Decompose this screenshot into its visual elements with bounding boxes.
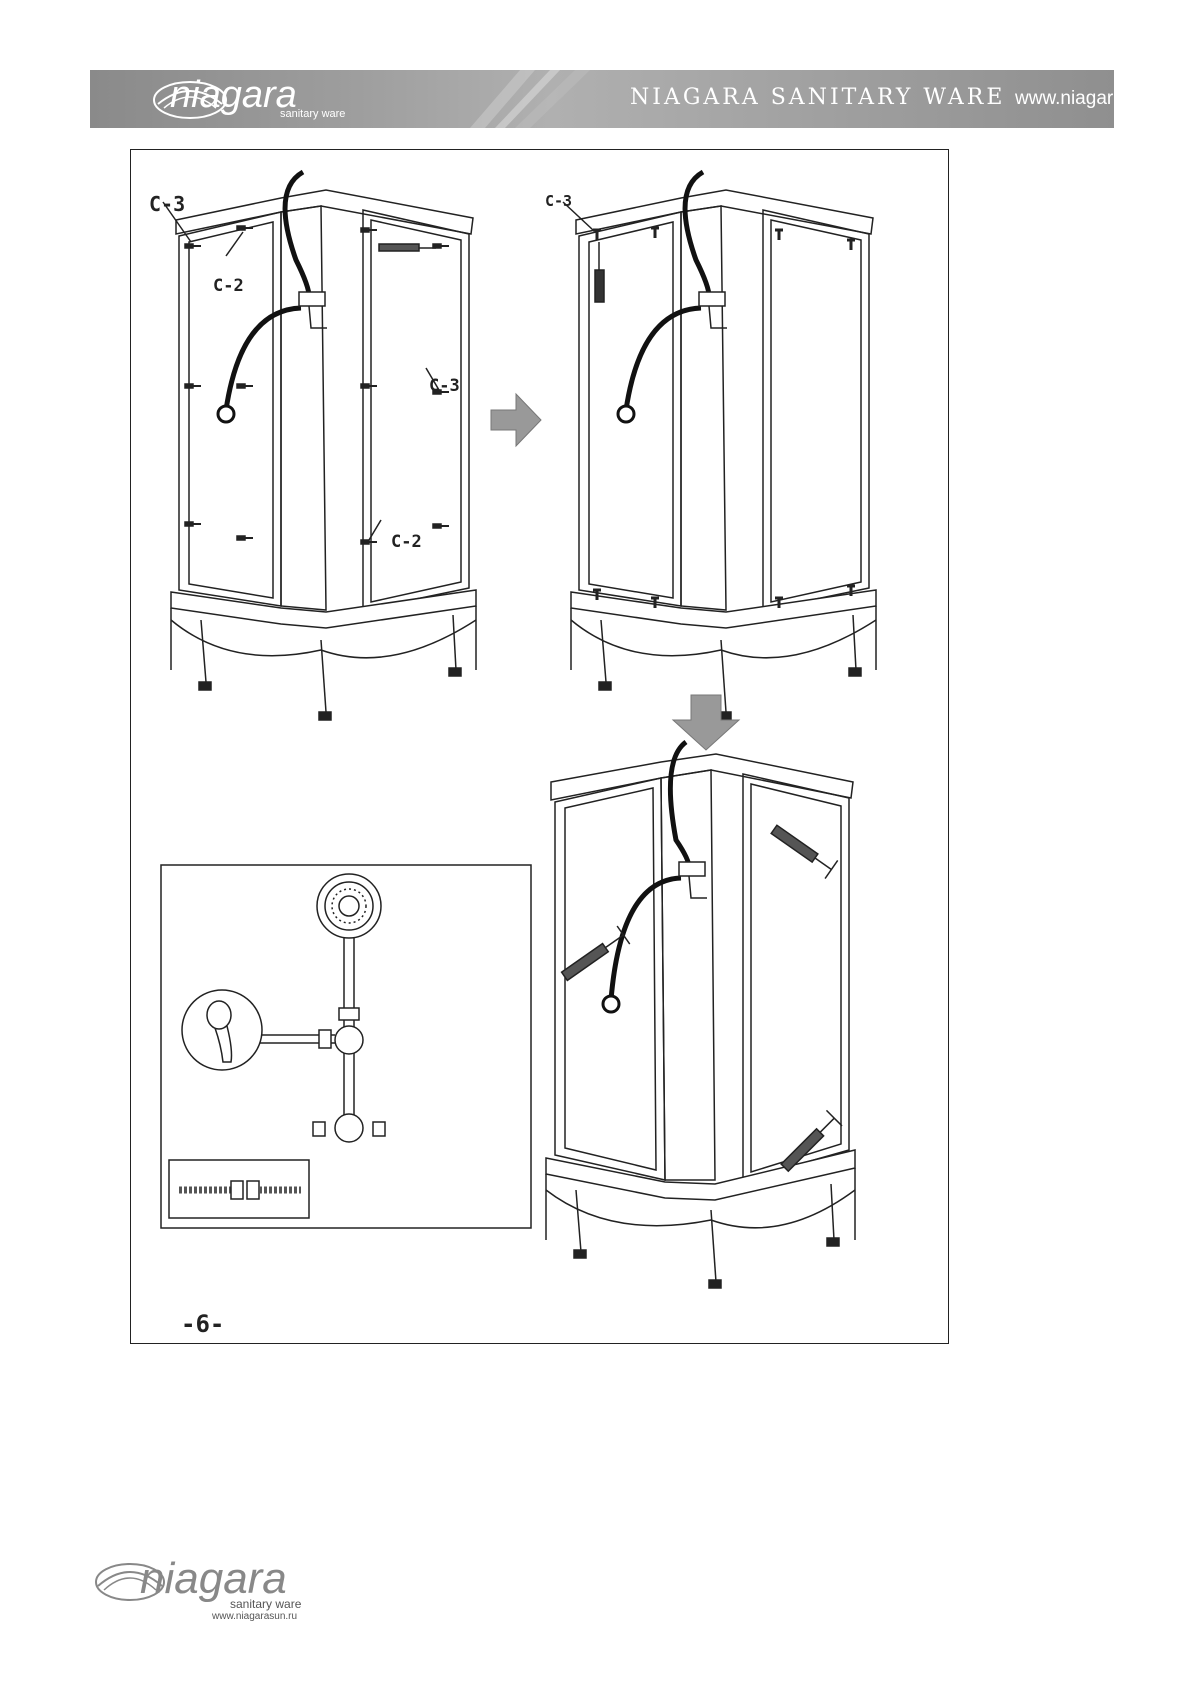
header-brand: NIAGARA SANITARY WARE xyxy=(630,85,1006,110)
shower-head-icon xyxy=(316,873,382,939)
figure-step-2 xyxy=(562,169,877,721)
arrow-down-icon xyxy=(671,694,741,751)
page-number: -6- xyxy=(181,1310,225,1338)
niagara-logo-icon xyxy=(153,81,227,119)
inset-shower-column xyxy=(160,864,532,1229)
hand-shower-icon xyxy=(181,989,263,1071)
callout-c3-top-left: C-3 xyxy=(149,192,186,216)
figure-step-3 xyxy=(545,739,856,1289)
banner-swoosh-icon xyxy=(470,70,590,128)
hose-connector-icon xyxy=(168,1159,310,1219)
callout-c2-bottom: C-2 xyxy=(391,532,422,552)
header-logo-sub: sanitary ware xyxy=(280,108,346,120)
instruction-frame: C-3 C-2 C-3 C-2 C-3 -6- xyxy=(130,149,949,1344)
arrow-right-icon xyxy=(490,392,542,448)
header-logo-word: niagara xyxy=(170,74,297,116)
footer-site-link[interactable]: www.niagarasun.ru xyxy=(212,1611,298,1622)
callout-c3-step2: C-3 xyxy=(545,192,573,210)
header-site-link[interactable]: www.niagarasun.ru xyxy=(1015,88,1114,109)
callout-c2-top-left: C-2 xyxy=(213,276,244,296)
footer-logo-word: niagara xyxy=(140,1554,287,1603)
assembly-illustrations xyxy=(160,169,877,1289)
header-banner: niagara sanitary ware NIAGARA SANITARY W… xyxy=(90,70,1114,128)
footer-logo-sub: sanitary ware xyxy=(230,1597,302,1611)
callout-c3-right: C-3 xyxy=(429,376,460,396)
figure-step-1 xyxy=(162,169,477,721)
footer-niagara-logo-icon xyxy=(95,1563,165,1601)
